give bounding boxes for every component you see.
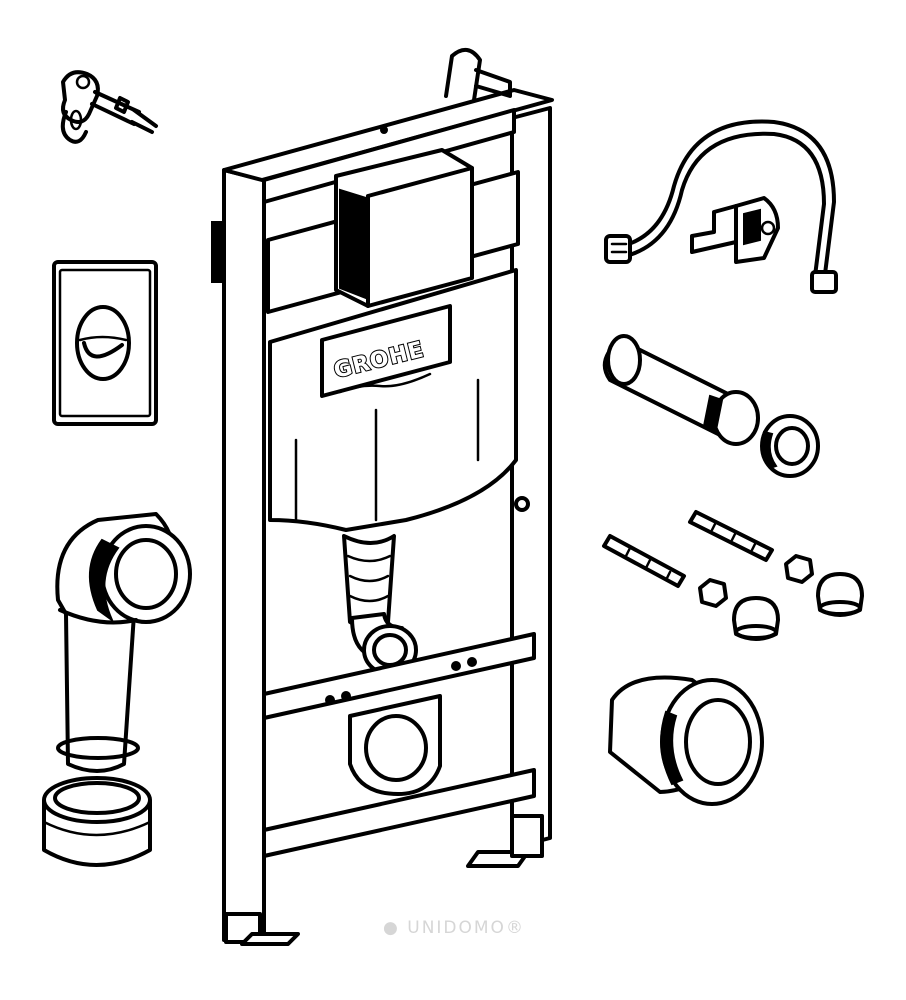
registered-mark: ® — [505, 918, 525, 938]
watermark-text: UNIDOMO — [407, 918, 506, 938]
watermark: ● UNIDOMO® — [383, 918, 525, 938]
drop-icon: ● — [383, 918, 400, 938]
